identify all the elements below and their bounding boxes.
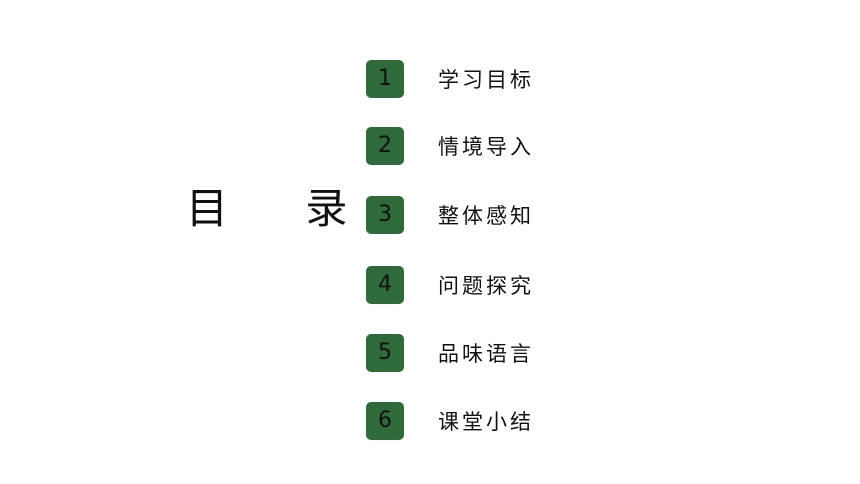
toc-number-badge: 2 <box>366 127 404 165</box>
toc-item-label: 问题探究 <box>438 274 534 298</box>
toc-item-4[interactable]: 4 问题探究 <box>366 266 534 304</box>
toc-item-label: 品味语言 <box>438 342 534 366</box>
toc-item-5[interactable]: 5 品味语言 <box>366 334 534 372</box>
toc-item-2[interactable]: 2 情境导入 <box>366 127 534 165</box>
toc-item-label: 学习目标 <box>438 68 534 92</box>
toc-item-label: 整体感知 <box>438 204 534 228</box>
toc-number-badge: 4 <box>366 266 404 304</box>
toc-number-badge: 6 <box>366 402 404 440</box>
toc-number-badge: 5 <box>366 334 404 372</box>
toc-item-1[interactable]: 1 学习目标 <box>366 60 534 98</box>
toc-number-badge: 3 <box>366 196 404 234</box>
toc-number-badge: 1 <box>366 60 404 98</box>
toc-title: 目 录 <box>186 184 380 233</box>
toc-item-label: 情境导入 <box>438 135 534 159</box>
toc-item-6[interactable]: 6 课堂小结 <box>366 402 534 440</box>
toc-item-3[interactable]: 3 整体感知 <box>366 196 534 234</box>
toc-list: 1 学习目标 2 情境导入 3 整体感知 4 问题探究 5 品味语言 6 课堂小… <box>366 0 626 484</box>
toc-item-label: 课堂小结 <box>438 410 534 434</box>
